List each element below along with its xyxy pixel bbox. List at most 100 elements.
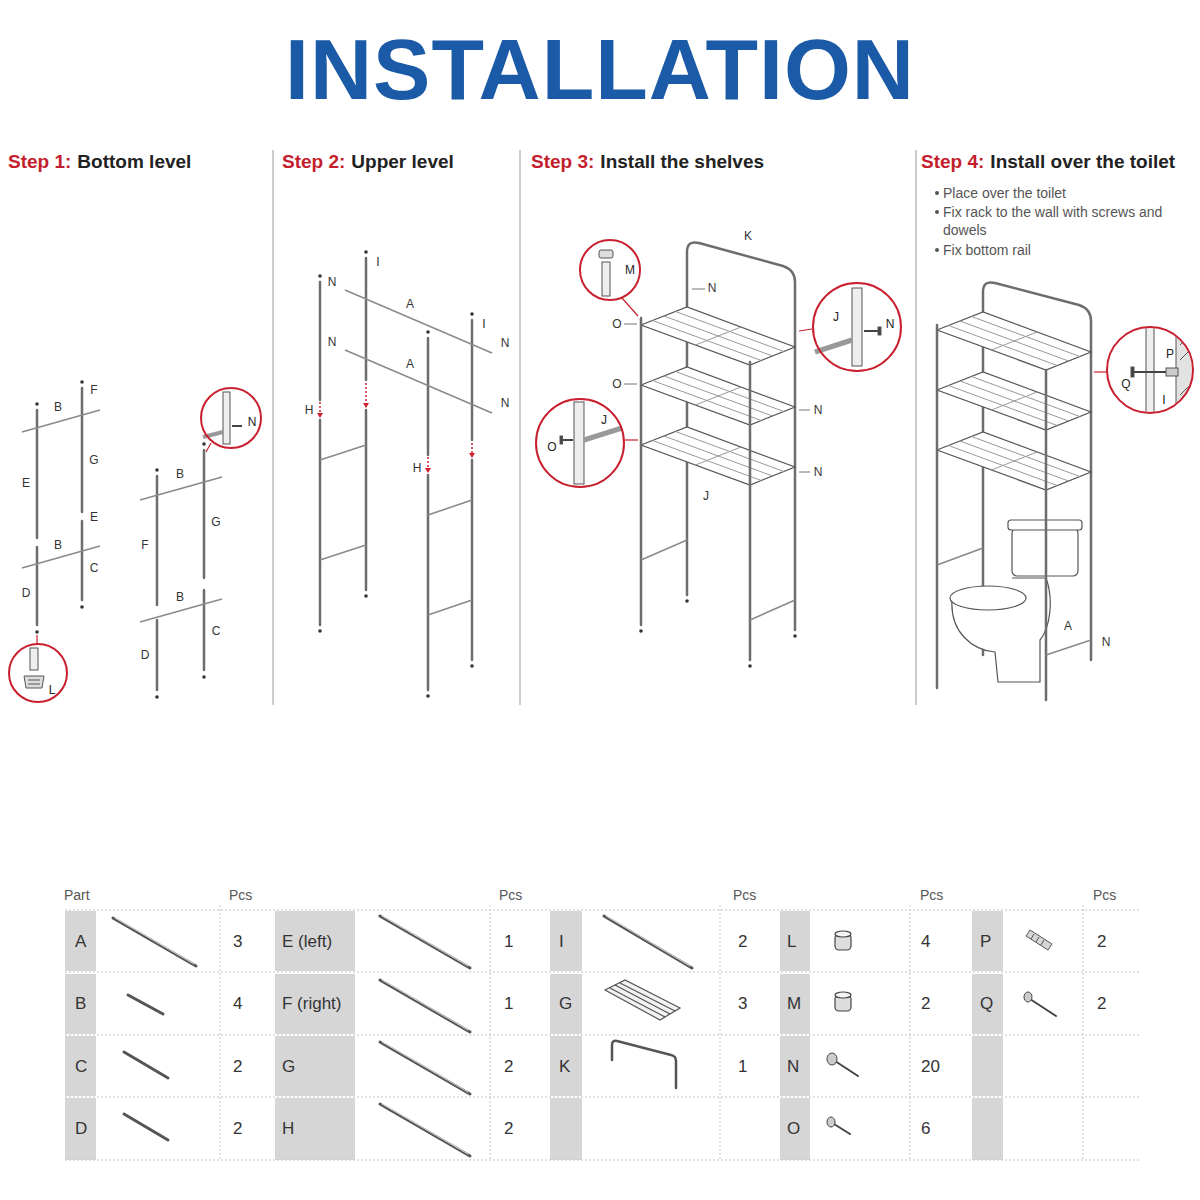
table-letter-cell (780, 911, 810, 971)
piece-count: 2 (921, 995, 930, 1012)
frame-pole (936, 325, 939, 688)
screw-joint-detail (223, 392, 230, 444)
rod-icon (128, 995, 163, 1014)
shelf-slat (992, 392, 1038, 410)
shelf-icon (615, 985, 670, 1014)
part-letter: A (1064, 620, 1072, 632)
shelf-slat (949, 326, 1058, 366)
rod-icon (113, 916, 692, 1156)
callout-letter: Q (1121, 378, 1130, 390)
screw-head-icon (827, 992, 1032, 1127)
pole-end (426, 330, 430, 334)
table-letter-cell (550, 1098, 582, 1160)
shelf-slat (664, 376, 773, 416)
pole-end (35, 630, 39, 634)
part-letter: N (328, 336, 337, 348)
part-letter: N (814, 404, 823, 416)
frame-pole (156, 620, 159, 690)
shelf-slat (676, 372, 784, 412)
table-letter-cell (65, 911, 96, 971)
part-code: K (559, 1058, 570, 1075)
frame-pole (640, 318, 643, 625)
pole-end (202, 675, 206, 679)
join-arrowhead (425, 468, 431, 473)
part-code: Q (980, 995, 993, 1012)
join-arrowhead (363, 403, 369, 408)
table-rule (65, 905, 1140, 1160)
part-letter: A (406, 298, 414, 310)
shelf-slat (676, 312, 784, 352)
shelf-slat (949, 386, 1058, 426)
foot-cap-detail (28, 680, 40, 681)
page-title: INSTALLATION (0, 26, 1200, 112)
shelf-slat (653, 441, 762, 481)
table-letter-cell (550, 974, 582, 1034)
rod-highlight (382, 980, 468, 1030)
rod-highlight (382, 1042, 468, 1092)
frame-pole (749, 362, 752, 660)
screw-icon (1030, 999, 1056, 1016)
table-letter-cell (550, 1036, 582, 1096)
crossbar (22, 410, 222, 622)
part-leader (624, 289, 810, 472)
pole-end (318, 629, 322, 633)
part-letter: N (708, 282, 717, 294)
frame-pole (365, 410, 368, 590)
crossbar (140, 477, 222, 500)
frame-pole (36, 547, 39, 625)
part-letter: O (612, 318, 621, 330)
part-leader (799, 410, 810, 411)
pole-end (155, 468, 159, 472)
table-rule (720, 905, 721, 1160)
rod-icon (380, 916, 470, 968)
part-leader (692, 289, 705, 290)
table-letter-cell (780, 1036, 810, 1096)
rod-icon (113, 918, 196, 966)
join-arrow (320, 383, 472, 468)
step-heading: Install the shelves (600, 151, 764, 174)
pole-end (470, 664, 474, 668)
dowel-icon (1031, 934, 1034, 939)
foot-cap-detail (24, 648, 44, 688)
shelf-joint-detail (852, 288, 862, 366)
part-letter: K (744, 230, 752, 242)
table-rule (65, 1097, 1140, 1098)
piece-count: 20 (921, 1058, 940, 1075)
pole-end (35, 402, 39, 406)
join-arrow (365, 383, 367, 403)
screw-icon (834, 999, 1056, 1134)
join-arrowhead (317, 413, 323, 418)
pole-end (80, 380, 84, 384)
cap-icon (835, 992, 851, 998)
shelf (937, 432, 1091, 490)
table-rule (220, 905, 221, 1160)
callout-letter: L (49, 684, 56, 696)
foot-cap-detail (24, 676, 44, 688)
piece-count: 4 (921, 933, 930, 950)
shelf-slat (960, 441, 1069, 481)
toilet (950, 586, 1026, 610)
dowel-icon (1026, 930, 1052, 950)
crossbar (320, 445, 366, 460)
table-letter-cell (972, 1036, 1003, 1096)
frame-pole (471, 460, 474, 660)
piece-count: 2 (233, 1058, 242, 1075)
instruction-note: Place over the toilet (943, 184, 1183, 202)
cap-detail (599, 250, 613, 296)
screw-head-icon (1024, 992, 1032, 1002)
detail-callout: L (8, 643, 68, 703)
part-leader (624, 384, 637, 385)
pole-end (318, 274, 322, 278)
wall-fixing-detail (1131, 367, 1134, 377)
piece-count: 1 (504, 933, 513, 950)
part-code: P (980, 933, 991, 950)
shelf-slat (992, 332, 1038, 350)
part-letter: D (22, 587, 31, 599)
part-letter: B (54, 401, 62, 413)
part-letter: D (141, 649, 150, 661)
crossbar (1046, 640, 1091, 655)
shelf-joint-detail (560, 288, 881, 484)
bullet-dot (935, 210, 939, 214)
panel-divider (273, 150, 274, 705)
part-code: O (787, 1120, 800, 1137)
